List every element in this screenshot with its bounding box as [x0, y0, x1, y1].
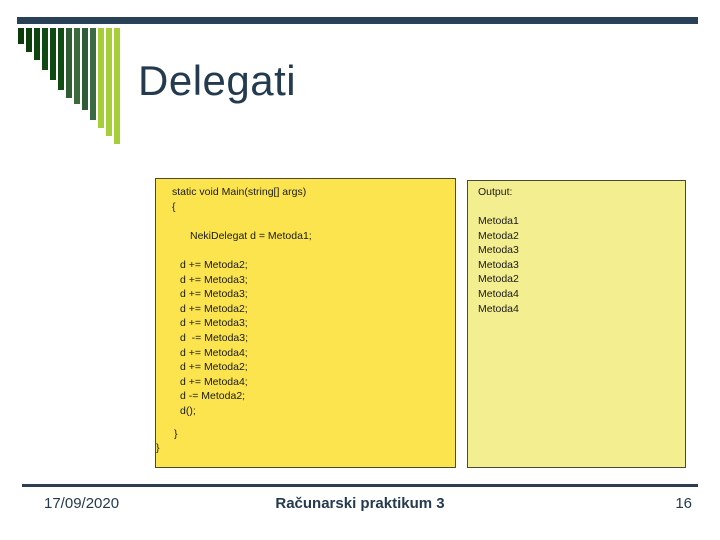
code-line: d += Metoda3; — [180, 288, 248, 301]
code-line: d(); — [180, 404, 196, 417]
code-line: d += Metoda2; — [180, 361, 248, 374]
output-line: Metoda3 — [478, 258, 519, 271]
decoration-bar — [66, 28, 72, 98]
code-line: d += Metoda3; — [180, 317, 248, 330]
code-closing-brace-inner: } — [174, 428, 178, 440]
code-line — [172, 214, 312, 229]
code-panel: static void Main(string[] args) { NekiDel… — [155, 178, 456, 468]
top-accent-rule — [17, 17, 698, 24]
code-line — [172, 243, 312, 258]
footer-page-number: 16 — [675, 495, 692, 512]
code-line: d -= Metoda3; — [180, 331, 248, 344]
decoration-bar — [26, 28, 32, 52]
page-title: Delegati — [138, 57, 297, 104]
code-line: d += Metoda2; — [180, 302, 248, 315]
code-line: d += Metoda4; — [180, 375, 248, 388]
code-line: { — [172, 200, 176, 213]
output-line: Metoda2 — [478, 229, 519, 242]
code-line: d += Metoda2; — [180, 258, 248, 271]
footer-divider — [22, 484, 698, 487]
code-line: d += Metoda4; — [180, 346, 248, 359]
code-line: static void Main(string[] args) — [172, 186, 307, 198]
decoration-bar — [42, 28, 48, 70]
output-line: Metoda2 — [478, 273, 519, 286]
decoration-bar — [74, 28, 80, 104]
output-line: Metoda3 — [478, 244, 519, 257]
output-line: Metoda4 — [478, 287, 519, 300]
code-closing-brace-outer: } — [156, 442, 160, 454]
decoration-bar — [58, 28, 64, 90]
decoration-bar — [82, 28, 88, 110]
decoration-bar — [114, 28, 120, 144]
code-listing: static void Main(string[] args) { NekiDel… — [172, 185, 312, 419]
code-line: NekiDelegat d = Metoda1; — [190, 229, 312, 242]
decoration-bar — [98, 28, 104, 128]
footer-course-title: Računarski praktikum 3 — [275, 495, 445, 512]
code-line: d += Metoda3; — [180, 273, 248, 286]
decoration-bar — [106, 28, 112, 136]
decoration-bar — [90, 28, 96, 120]
decoration-bar — [34, 28, 40, 60]
output-line: Metoda1 — [478, 215, 519, 227]
output-heading: Output: — [478, 186, 513, 198]
decoration-bar — [18, 28, 24, 44]
code-line: d -= Metoda2; — [180, 390, 246, 403]
output-line: Metoda4 — [478, 302, 519, 315]
footer-date: 17/09/2020 — [44, 495, 120, 512]
decoration-bar — [50, 28, 56, 80]
descending-bars-decoration — [18, 28, 130, 144]
